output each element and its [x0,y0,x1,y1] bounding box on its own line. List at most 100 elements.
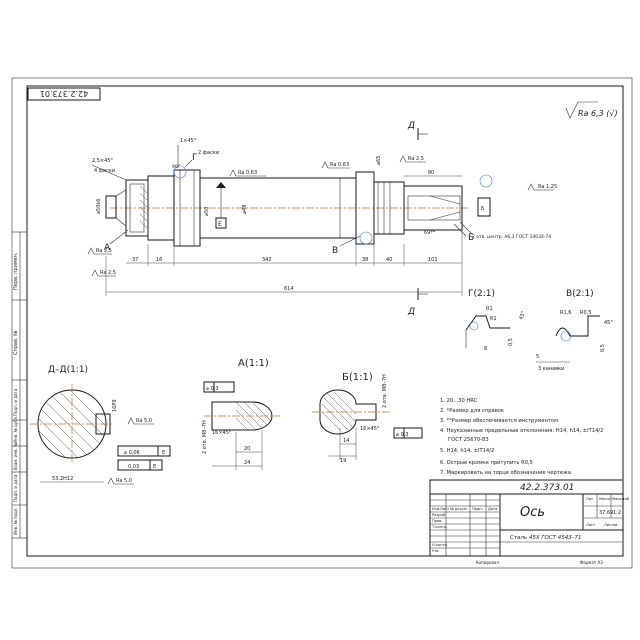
right-end-keyslot [477,197,491,217]
note-6: 6. Острые кромки притупить R0,5 [440,460,533,466]
section-d-rough-2-text: Ra 5,0 [116,478,132,484]
right-end-slot [407,195,461,221]
tb-row-approve: Утв. [432,549,440,553]
section-d-title: Д–Д(1:1) [48,365,88,375]
section-d-tol-2-text: 0,03 [128,464,139,470]
right-keyslot-label: Б [481,206,485,212]
main-view: Б Е ⌀50k6 ⌀50 ⌀48 ⌀65 Г А В Б 2,5×45° 4 … [87,138,557,296]
detail-v-r1: R1,6 [560,310,571,316]
section-d-tol-1-text: ⌀ 0,06 [124,450,140,456]
section-b: Б(1:1) 2 отв. М8–7Н 16×45° ⌀ 0,3 14 19 [312,372,423,464]
section-d-tol-2: 0,03 Е [117,459,163,471]
section-mark-bottom-text: Д [407,307,415,317]
left-end-keyslot [105,195,117,219]
dia-mid-label: ⌀50 [204,207,210,216]
section-a-dim-24: 24 [244,460,250,466]
note-5: 5. H14, h14, ±IT14/2 [440,448,494,454]
detail-g: Г(2:1) R1 R1 8 0,5 45° [465,289,527,352]
rough-main-1-text: Ra 0,63 [238,170,257,176]
dim-37: 37 [132,257,138,263]
section-b-title: Б(1:1) [342,372,373,383]
section-a-dim-20: 20 [244,446,250,452]
tb-row-check: Пров. [432,519,442,523]
section-d-tol-1: ⌀ 0,06 Е [117,445,171,457]
side-strip: Перв. примен. Справ. № Подп. и дата Инв.… [12,231,27,539]
section-d-width: 16P9 [112,399,118,412]
dim-90: 90° [172,164,180,170]
tb-row-sheet: Лист [440,507,449,511]
strip-dup-inv: Инв. № дубл. [13,416,18,443]
strip-repl-inv: Взам. инв. № [13,443,18,470]
tb-scale: 1:2 [613,510,621,516]
section-d-rough-2: Ra 5,0 [107,477,134,485]
chamfer-mid: 1×45° [180,138,197,144]
left-end-hatch [139,185,148,229]
tb-col-scale: Масштаб [612,497,630,501]
tb-row-change: Изм. [432,507,440,511]
strip-sign-date-2: Подп. и дата [13,474,18,502]
dim-80: 80 [428,170,434,176]
note-4: 4. Неуказанные предельные отклонения: H1… [440,428,603,434]
tb-row-tcontrol: Т.контр. [431,525,448,529]
datum-e-text: Е [218,221,222,228]
rough-main-8: Ra 2,5 [91,269,116,277]
sheet-outer-border [11,77,633,569]
strip-ref-no: Справ. № [13,330,19,355]
general-roughness: Ra 6,3 (√) [565,101,618,119]
section-mark-top-text: Д [407,121,415,131]
strip-first-use: Перв. примен. [13,252,19,290]
section-d-dim: 53,2H12 [52,476,73,482]
note-2: 2. *Размер для справок [440,408,504,414]
section-d-rough-text: Ra 5,0 [136,418,152,424]
strip-orig-inv: Инв. № подл. [13,507,18,535]
tb-format: Формат А3 [580,560,603,565]
dim-614: 614 [284,286,294,292]
section-d-tol-2-datum: Е [153,464,156,470]
chamfer-left-count: 4 фаски [94,168,115,174]
section-mark-top: Д [407,121,428,140]
section-a-tol: ⌀ 0,3 [206,386,219,392]
callout-a: А [104,243,111,253]
callout-v: В [332,246,338,256]
section-a-title: А(1:1) [238,358,269,369]
detail-circle-b [479,174,493,188]
chamfer-left: 2,5×45° [92,158,114,164]
rough-main-5-text: Ra 1,25 [538,184,557,190]
section-b-dim-14: 14 [343,438,349,444]
detail-v-dim-a: 5 [536,354,539,360]
datum-e: Е [215,182,227,229]
tb-copied: Копировал [476,560,499,565]
callout-g: Г [192,153,198,163]
dimension-chain: 37 16 342 38 40 101 614 80 69** 90° [105,164,463,296]
detail-v-angle: 45° [604,320,613,326]
detail-g-angle: 45° [518,310,527,321]
tb-mass: 37,69 [599,510,613,516]
section-a-chamfer: 16×45° [212,430,232,436]
dim-69: 69** [424,230,436,236]
tb-name: Ось [520,505,545,520]
detail-g-dim-a: 8 [484,346,487,352]
rough-main-8-text: Ra 2,5 [100,270,116,276]
section-b-dim-19: 19 [340,458,346,464]
note-1: 1. 20...30 HRC [440,398,478,404]
detail-g-title: Г(2:1) [468,289,495,299]
dia-right-label: ⌀48 [242,205,248,214]
detail-v-title: В(2:1) [566,289,594,299]
detail-g-r2: R1 [490,316,497,322]
dim-38: 38 [362,257,368,263]
detail-g-r1: R1 [486,306,493,312]
section-b-note: 2 отв. М8–7Н [382,374,388,408]
rough-main-5: Ra 1,25 [527,183,557,191]
tb-sheets-label: Листов [604,523,617,527]
rough-main-6-text: Ra 2,5 [96,248,112,254]
tb-sheet-label: Лист [586,523,595,527]
dim-101: 101 [428,257,438,263]
detail-v-note: 3 канавки [538,366,564,372]
detail-v-r2: R0,5 [580,310,591,316]
section-d: Д–Д(1:1) 16P9 Ra 5,0 Ra 5,0 [30,365,171,485]
strip-sign-date-1: Подп. и дата [13,388,18,416]
rough-main-4: Ra 2,5 [399,155,426,163]
rough-main-2: Ra 0,63 [321,161,350,169]
rough-main-2-text: Ra 0,63 [330,162,349,168]
